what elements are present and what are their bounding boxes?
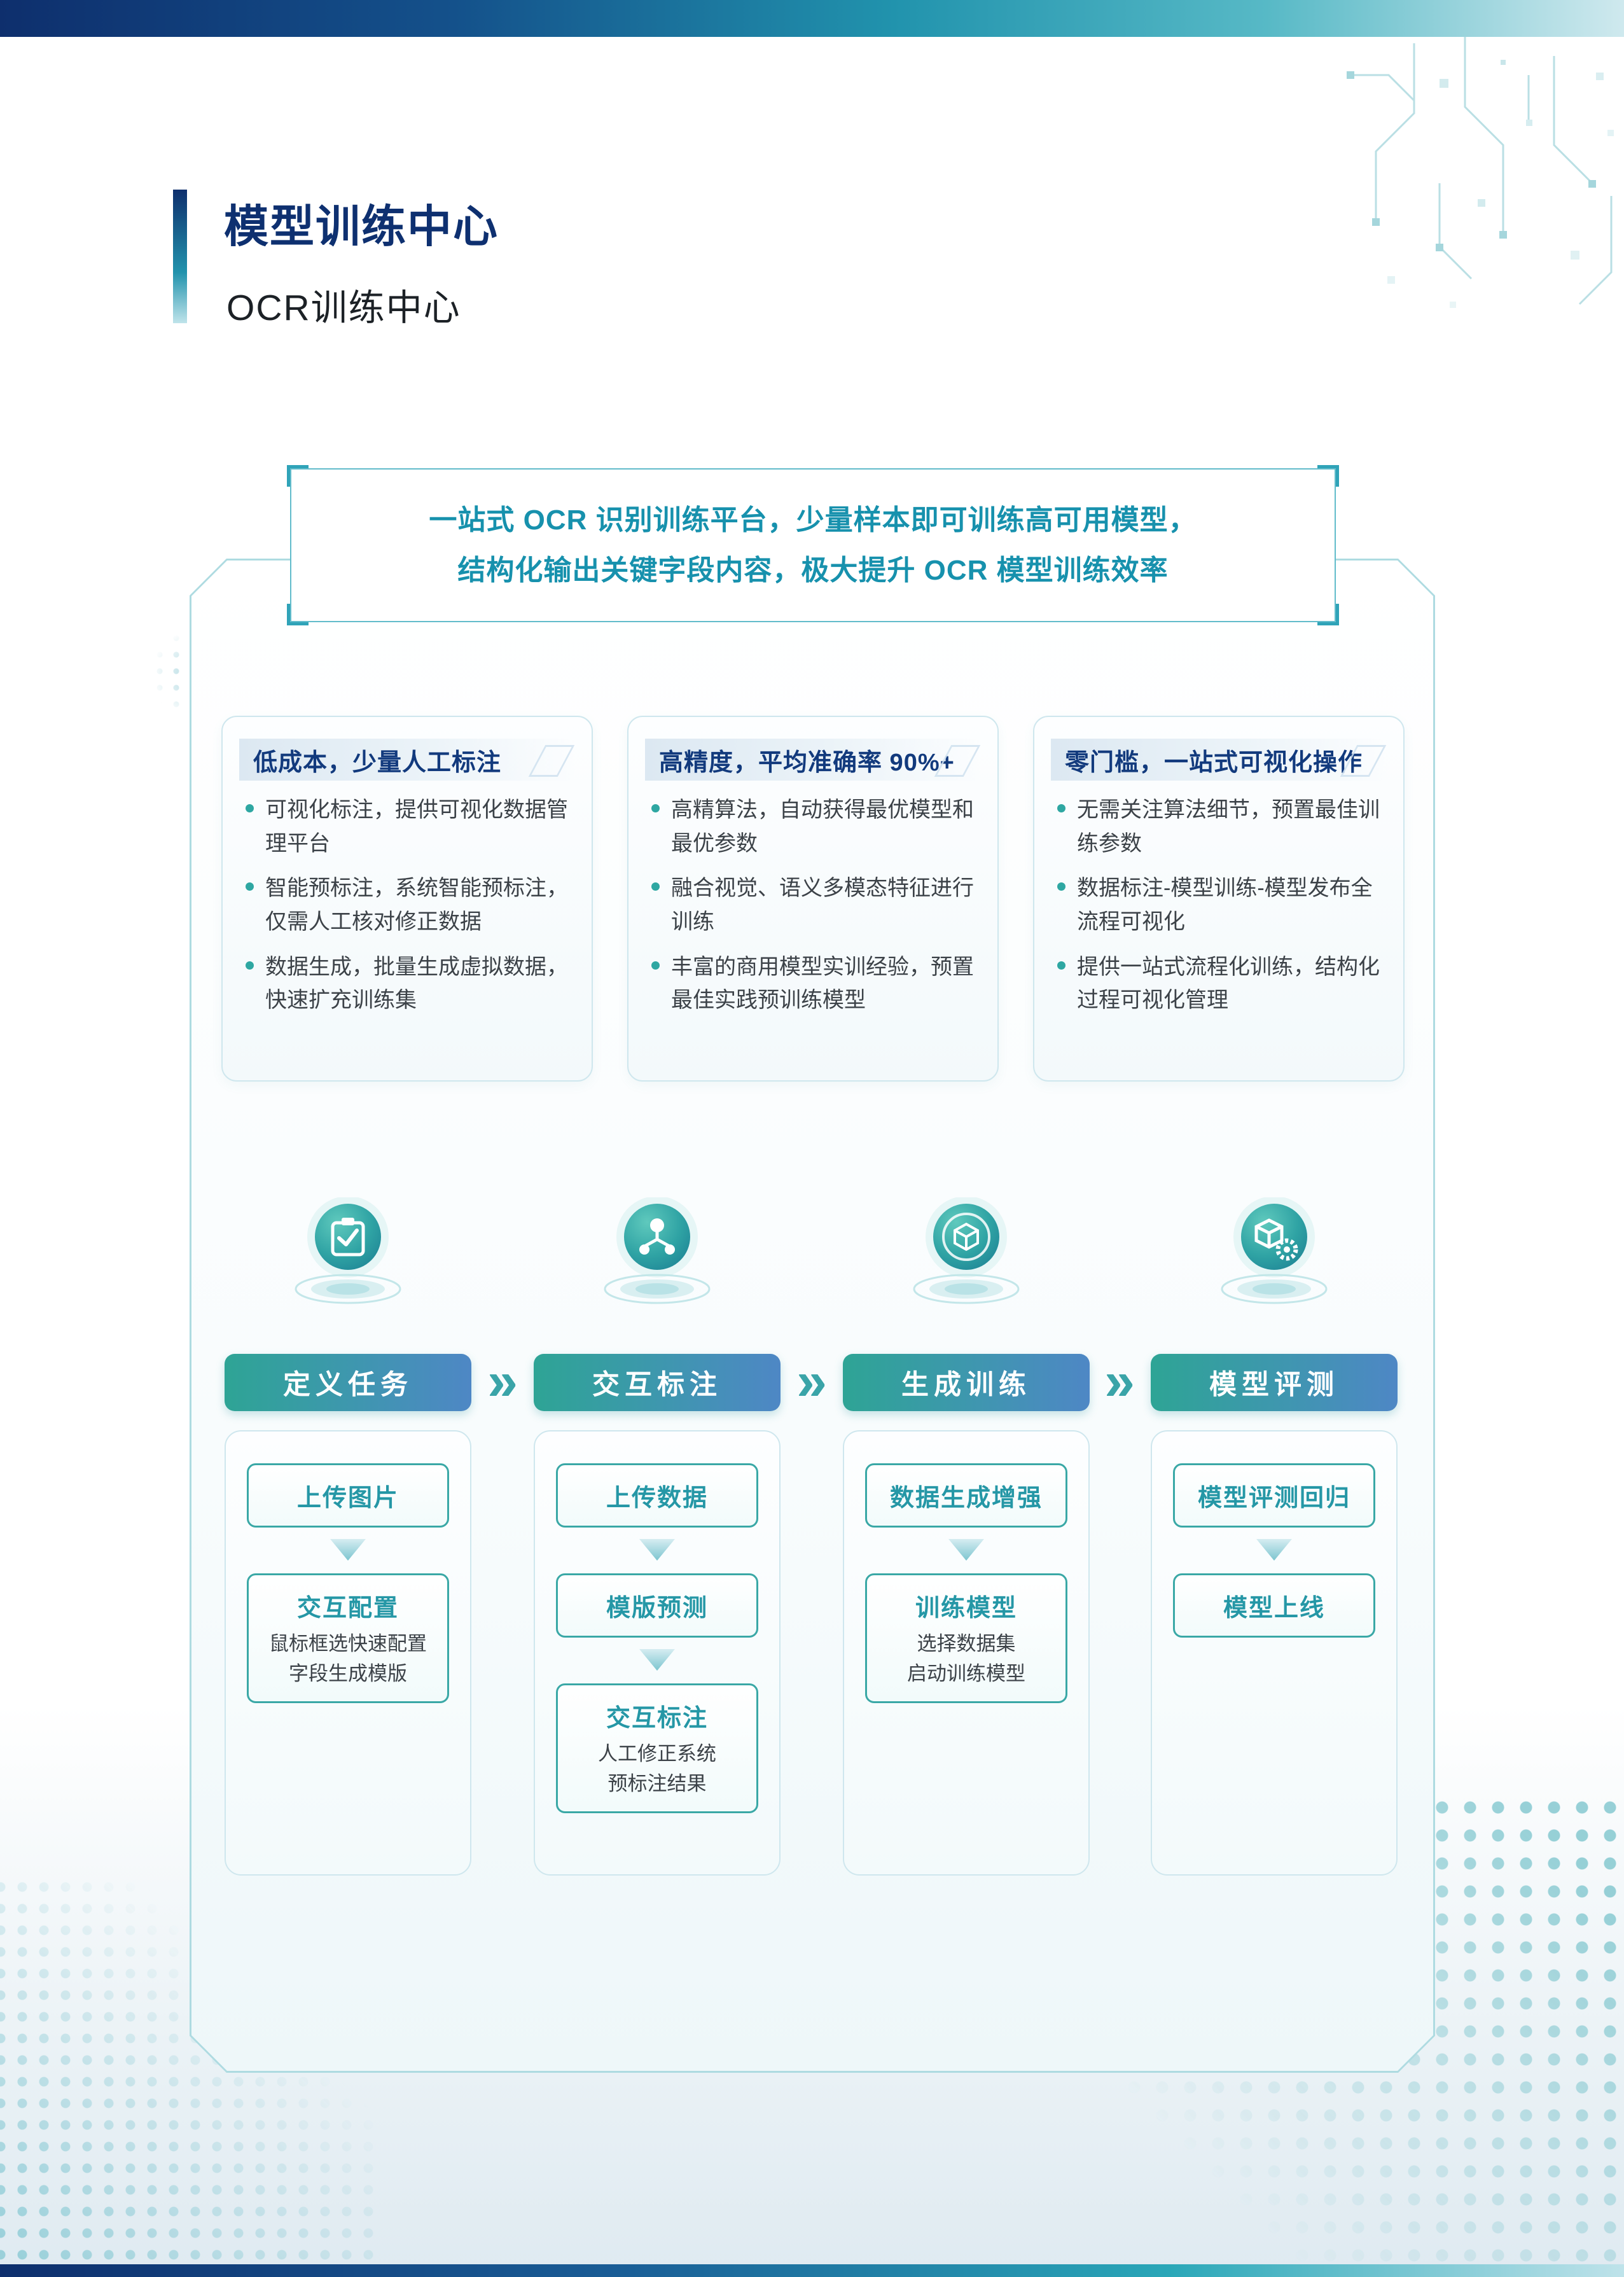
- cube-icon: [909, 1196, 1024, 1307]
- feature-bullet: 智能预标注，系统智能预标注，仅需人工核对修正数据: [246, 872, 571, 938]
- circuit-decoration: [1347, 37, 1614, 308]
- step-label: 交互标注: [606, 1705, 708, 1732]
- down-arrow-icon: [330, 1539, 366, 1561]
- page-subtitle: OCR训练中心: [226, 288, 461, 328]
- down-arrow-icon: [639, 1649, 675, 1671]
- feature-bullet: 数据标注-模型训练-模型发布全流程可视化: [1057, 872, 1383, 938]
- feature-card-high-accuracy: 高精度，平均准确率 90%+ 高精算法，自动获得最优模型和最优参数 融合视觉、语…: [627, 716, 999, 1082]
- stage-header-generate-training: 生成训练: [843, 1354, 1090, 1411]
- feature-bullet-text: 融合视觉、语义多模态特征进行训练: [671, 876, 974, 935]
- feature-bullet-text: 高精算法，自动获得最优模型和最优参数: [671, 798, 974, 856]
- feature-bullet: 无需关注算法细节，预置最佳训练参数: [1057, 793, 1383, 860]
- top-gradient-bar: [0, 0, 1624, 37]
- page-title: 模型训练中心: [224, 202, 499, 251]
- stage-header-define-task: 定义任务: [225, 1354, 471, 1411]
- share-network-icon: [600, 1196, 714, 1307]
- bullet-dot-icon: [1057, 961, 1065, 970]
- step-label: 模型上线: [1223, 1595, 1325, 1622]
- banner-corner-decoration: [287, 604, 309, 625]
- down-arrow-icon: [639, 1539, 675, 1561]
- step-box: 模型上线: [1173, 1573, 1375, 1638]
- feature-bullet-text: 智能预标注，系统智能预标注，仅需人工核对修正数据: [265, 876, 568, 935]
- double-chevron-icon: »: [796, 1350, 827, 1412]
- feature-card-title: 零门槛，一站式可视化操作: [1051, 739, 1387, 781]
- bullet-dot-icon: [246, 804, 254, 812]
- feature-card-zero-threshold: 零门槛，一站式可视化操作 无需关注算法细节，预置最佳训练参数 数据标注-模型训练…: [1033, 716, 1405, 1082]
- bullet-dot-icon: [1057, 804, 1065, 812]
- title-accent-bar: [173, 190, 187, 323]
- feature-bullet-text: 可视化标注，提供可视化数据管理平台: [265, 798, 568, 856]
- double-chevron-icon: »: [487, 1350, 518, 1412]
- stage-header-model-evaluation: 模型评测: [1151, 1354, 1398, 1411]
- cube-gear-icon: [1217, 1196, 1331, 1307]
- feature-bullet-text: 丰富的商用模型实训经验，预置最佳实践预训练模型: [671, 954, 974, 1013]
- banner-corner-decoration: [287, 465, 309, 487]
- down-arrow-icon: [1256, 1539, 1292, 1561]
- bottom-gradient-bar: [0, 2264, 1624, 2277]
- bullet-dot-icon: [246, 961, 254, 970]
- stage-column-generate-training: 数据生成增强 训练模型 选择数据集 启动训练模型: [843, 1430, 1090, 1876]
- step-caption: 人工修正系统 预标注结果: [598, 1743, 716, 1795]
- stage-column-model-evaluation: 模型评测回归 模型上线: [1151, 1430, 1398, 1876]
- step-box: 交互配置 鼠标框选快速配置 字段生成模版: [247, 1573, 449, 1703]
- step-caption: 选择数据集 启动训练模型: [907, 1633, 1025, 1685]
- step-label: 模型评测回归: [1197, 1485, 1350, 1512]
- bullet-dot-icon: [651, 804, 660, 812]
- down-arrow-icon: [948, 1539, 984, 1561]
- feature-bullet-text: 数据标注-模型训练-模型发布全流程可视化: [1077, 876, 1373, 935]
- feature-bullet: 融合视觉、语义多模态特征进行训练: [651, 872, 977, 938]
- double-chevron-icon: »: [1104, 1350, 1135, 1412]
- step-label: 上传图片: [296, 1485, 399, 1512]
- step-label: 模版预测: [606, 1595, 708, 1622]
- feature-bullet: 高精算法，自动获得最优模型和最优参数: [651, 793, 977, 860]
- step-label: 训练模型: [915, 1595, 1017, 1622]
- stage-header-interactive-annotation: 交互标注: [534, 1354, 781, 1411]
- bullet-dot-icon: [1057, 882, 1065, 891]
- stage-column-interactive-annotation: 上传数据 模版预测 交互标注 人工修正系统 预标注结果: [534, 1430, 781, 1876]
- banner-line-2: 结构化输出关键字段内容，极大提升 OCR 模型训练效率: [457, 555, 1169, 586]
- feature-bullet: 丰富的商用模型实训经验，预置最佳实践预训练模型: [651, 950, 977, 1017]
- step-label: 交互配置: [296, 1595, 399, 1622]
- step-box: 模版预测: [556, 1573, 758, 1638]
- feature-bullet-text: 数据生成，批量生成虚拟数据，快速扩充训练集: [265, 954, 568, 1013]
- feature-card-title: 低成本，少量人工标注: [239, 739, 575, 781]
- stage-column-define-task: 上传图片 交互配置 鼠标框选快速配置 字段生成模版: [225, 1430, 471, 1876]
- step-label: 上传数据: [606, 1485, 708, 1512]
- step-box: 上传数据: [556, 1463, 758, 1528]
- step-box: 训练模型 选择数据集 启动训练模型: [865, 1573, 1067, 1703]
- step-box: 数据生成增强: [865, 1463, 1067, 1528]
- feature-bullet-text: 无需关注算法细节，预置最佳训练参数: [1077, 798, 1380, 856]
- banner-line-1: 一站式 OCR 识别训练平台，少量样本即可训练高可用模型，: [429, 504, 1197, 536]
- step-box: 模型评测回归: [1173, 1463, 1375, 1528]
- clipboard-check-icon: [291, 1196, 405, 1307]
- feature-bullet: 数据生成，批量生成虚拟数据，快速扩充训练集: [246, 950, 571, 1017]
- feature-bullet-text: 提供一站式流程化训练，结构化过程可视化管理: [1077, 954, 1380, 1013]
- banner-corner-decoration: [1317, 604, 1339, 625]
- step-box: 上传图片: [247, 1463, 449, 1528]
- feature-bullet-list: 高精算法，自动获得最优模型和最优参数 融合视觉、语义多模态特征进行训练 丰富的商…: [651, 793, 977, 1017]
- feature-bullet: 可视化标注，提供可视化数据管理平台: [246, 793, 571, 860]
- banner-corner-decoration: [1317, 465, 1339, 487]
- feature-bullet-list: 可视化标注，提供可视化数据管理平台 智能预标注，系统智能预标注，仅需人工核对修正…: [246, 793, 571, 1017]
- step-caption: 鼠标框选快速配置 字段生成模版: [269, 1633, 427, 1685]
- intro-banner: 一站式 OCR 识别训练平台，少量样本即可训练高可用模型， 结构化输出关键字段内…: [287, 465, 1339, 625]
- step-label: 数据生成增强: [889, 1485, 1043, 1512]
- feature-bullet-list: 无需关注算法细节，预置最佳训练参数 数据标注-模型训练-模型发布全流程可视化 提…: [1057, 793, 1383, 1017]
- step-box: 交互标注 人工修正系统 预标注结果: [556, 1683, 758, 1813]
- feature-bullet: 提供一站式流程化训练，结构化过程可视化管理: [1057, 950, 1383, 1017]
- bullet-dot-icon: [651, 882, 660, 891]
- bullet-dot-icon: [651, 961, 660, 970]
- feature-card-title: 高精度，平均准确率 90%+: [645, 739, 981, 781]
- bullet-dot-icon: [246, 882, 254, 891]
- feature-card-low-cost: 低成本，少量人工标注 可视化标注，提供可视化数据管理平台 智能预标注，系统智能预…: [221, 716, 593, 1082]
